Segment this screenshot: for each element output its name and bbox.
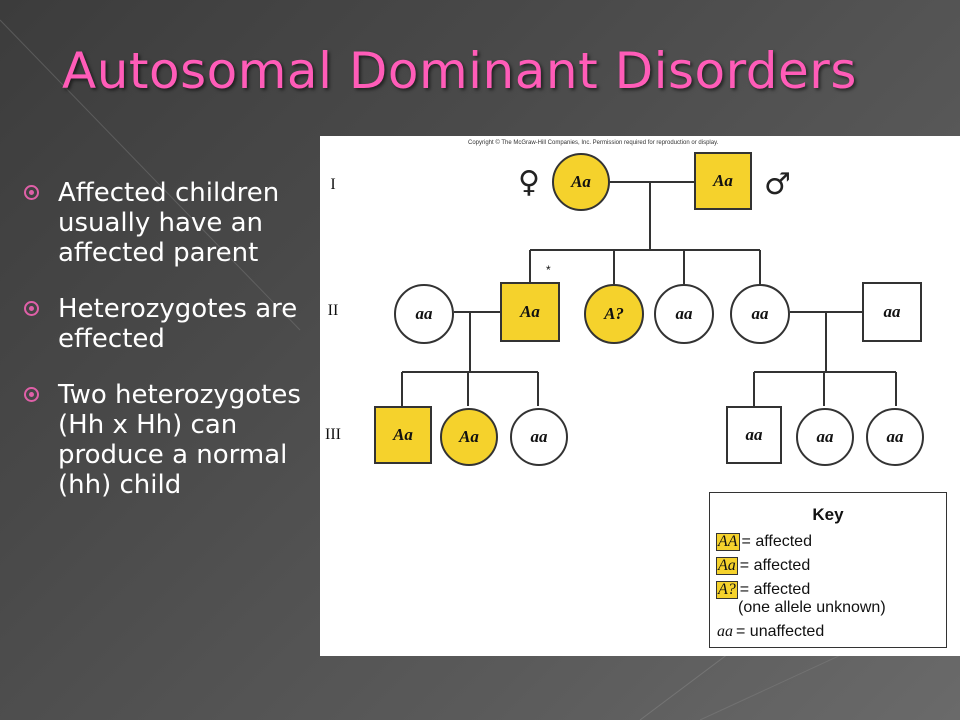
- pedigree-iii2-female: Aa: [440, 408, 498, 466]
- key-swatch-unaffected: aa: [717, 623, 733, 640]
- key-note: (one allele unknown): [738, 599, 886, 616]
- bullet-circle-icon: [24, 387, 39, 402]
- key-row-label: = affected: [741, 533, 812, 550]
- key-swatch-affected: Aa: [716, 557, 738, 575]
- proband-mark: *: [546, 263, 551, 277]
- key-swatch-affected: A?: [716, 581, 738, 599]
- pedigree-iii1-male: Aa: [374, 406, 432, 464]
- female-symbol-icon: ♀: [518, 165, 540, 200]
- pedigree-iii4-male: aa: [726, 406, 782, 464]
- key-row-a-unknown: A? = affected: [716, 581, 810, 599]
- key-title: Key: [812, 505, 844, 524]
- bullet-list: Affected children usually have an affect…: [22, 178, 312, 526]
- bullet-circle-icon: [24, 185, 39, 200]
- bullet-text: Heterozygotes are effected: [58, 294, 298, 354]
- pedigree-ii1-female: aa: [394, 284, 454, 344]
- bullet-text: Two heterozygotes (Hh x Hh) can produce …: [58, 380, 301, 500]
- pedigree-ii6-male: aa: [862, 282, 922, 342]
- key-row-label: = affected: [739, 557, 811, 574]
- pedigree-iii5-female: aa: [796, 408, 854, 466]
- key-row-aa-heterozygous: Aa = affected: [716, 557, 810, 575]
- key-row-unaffected: aa = unaffected: [716, 623, 824, 641]
- pedigree-iii3-female: aa: [510, 408, 568, 466]
- key-row-label: = unaffected: [736, 623, 825, 640]
- copyright-notice: Copyright © The McGraw-Hill Companies, I…: [468, 140, 719, 146]
- pedigree-figure: Copyright © The McGraw-Hill Companies, I…: [320, 136, 960, 656]
- generation-label-ii: II: [327, 302, 339, 319]
- slide-title: Autosomal Dominant Disorders: [62, 42, 857, 100]
- pedigree-i2-male: Aa: [694, 152, 752, 210]
- bullet-item: Affected children usually have an affect…: [22, 178, 312, 268]
- pedigree-ii5-female: aa: [730, 284, 790, 344]
- key-row-aa-homozygous: AA = affected: [716, 533, 812, 551]
- bullet-item: Two heterozygotes (Hh x Hh) can produce …: [22, 380, 312, 500]
- generation-label-i: I: [330, 176, 336, 193]
- key-row-label: = affected: [739, 581, 811, 598]
- pedigree-ii2-male: Aa: [500, 282, 560, 342]
- pedigree-key: Key AA = affected Aa = affected A? = aff…: [709, 492, 947, 648]
- bullet-item: Heterozygotes are effected: [22, 294, 312, 354]
- male-symbol-icon: ♂: [764, 167, 791, 202]
- pedigree-ii4-female: aa: [654, 284, 714, 344]
- pedigree-iii6-female: aa: [866, 408, 924, 466]
- pedigree-ii3-female: A?: [584, 284, 644, 344]
- bullet-circle-icon: [24, 301, 39, 316]
- generation-label-iii: III: [325, 426, 341, 443]
- bullet-text: Affected children usually have an affect…: [58, 178, 280, 268]
- pedigree-i1-female: Aa: [552, 153, 610, 211]
- pedigree-lines: [401, 181, 897, 406]
- key-swatch-affected: AA: [716, 533, 740, 551]
